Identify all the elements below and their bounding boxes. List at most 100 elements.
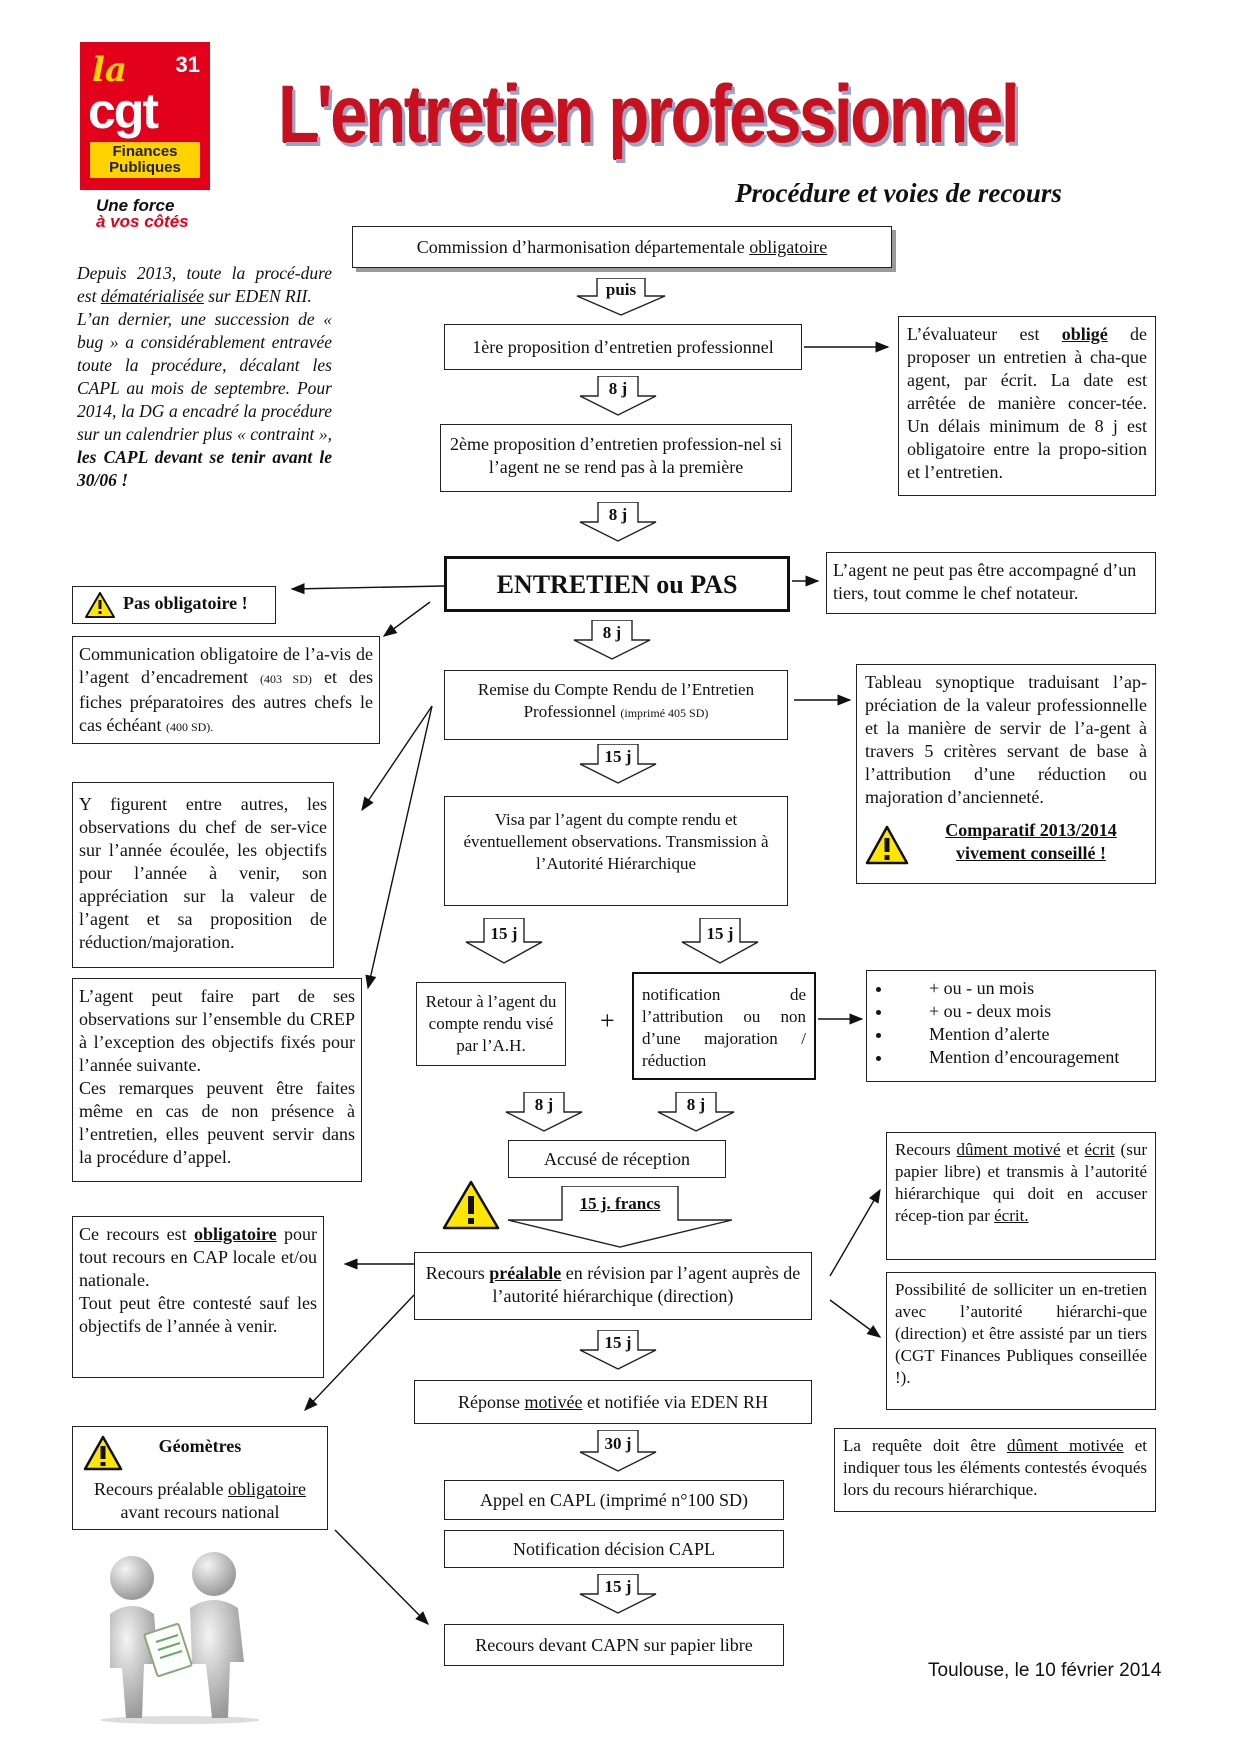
logo-cgt: cgt bbox=[88, 83, 159, 139]
notif-capl-text: Notification décision CAPL bbox=[513, 1539, 715, 1559]
logo-finances-publiques: Finances Publiques bbox=[90, 142, 200, 178]
step-arrow-30j: 30 j bbox=[578, 1430, 658, 1472]
recours1-c: et bbox=[1060, 1140, 1085, 1159]
requete-note: La requête doit être dûment motivée et i… bbox=[834, 1428, 1156, 1512]
warning-icon bbox=[83, 1435, 123, 1471]
recours1-ecrit: écrit bbox=[1084, 1140, 1115, 1159]
step-arrow-8j-b: 8 j bbox=[578, 502, 658, 542]
comparatif-line1: Comparatif 2013/2014 bbox=[945, 820, 1117, 840]
step-arrow-8j-d: 8 j bbox=[504, 1092, 584, 1132]
observations-note: L’agent peut faire part de ses observati… bbox=[72, 978, 362, 1182]
ce-recours-a: Ce recours est bbox=[79, 1224, 194, 1244]
logo-line2: Publiques bbox=[109, 159, 181, 176]
intro-p2: L’an dernier, une succession de « bug » … bbox=[77, 309, 332, 444]
footer-date: Toulouse, le 10 février 2014 bbox=[928, 1660, 1162, 1681]
ce-recours-d: Tout peut être contesté sauf les objecti… bbox=[79, 1293, 317, 1336]
step-arrow-puis: puis bbox=[575, 278, 667, 316]
step-30j-label: 30 j bbox=[604, 1434, 632, 1453]
notification-text: notification de l’attribution ou non d’u… bbox=[642, 985, 806, 1070]
step-arrow-15j-e: 15 j bbox=[578, 1574, 658, 1614]
plus-sign: + bbox=[600, 1006, 615, 1035]
figures-illustration bbox=[100, 1552, 260, 1724]
communication-a: Communication obligatoire de l’a-vis de … bbox=[79, 644, 373, 687]
step-arrow-15j-a: 15 j bbox=[578, 744, 658, 784]
majoration-list: + ou - un mois + ou - deux mois Mention … bbox=[871, 977, 1151, 1069]
communication-note: Communication obligatoire de l’a-vis de … bbox=[72, 636, 380, 744]
recours1-e: (sur papier libre) et transmis à l’autor… bbox=[895, 1140, 1147, 1203]
notification-box: notification de l’attribution ou non d’u… bbox=[632, 972, 816, 1080]
notification-capl-box: Notification décision CAPL bbox=[444, 1530, 784, 1568]
logo-line1: Finances bbox=[112, 143, 178, 160]
ce-recours-note: Ce recours est obligatoire pour tout rec… bbox=[72, 1216, 324, 1378]
page-subtitle: Procédure et voies de recours bbox=[735, 178, 1062, 208]
pas-obligatoire-box: Pas obligatoire ! bbox=[72, 586, 276, 624]
comparatif: Comparatif 2013/2014 vivement conseillé … bbox=[913, 819, 1149, 865]
step-8j-d-label: 8 j bbox=[534, 1095, 554, 1114]
possibilite-note: Possibilité de solliciter un en-tretien … bbox=[886, 1272, 1156, 1410]
reponse-motivee: motivée bbox=[524, 1392, 583, 1412]
capn-box: Recours devant CAPN sur papier libre bbox=[444, 1624, 784, 1666]
recours1-a: Recours bbox=[895, 1140, 957, 1159]
remise-imprime: (imprimé 405 SD) bbox=[620, 706, 709, 720]
entretien-box: ENTRETIEN ou PAS bbox=[444, 556, 790, 612]
step-arrow-15j-d: 15 j bbox=[578, 1330, 658, 1370]
recours-c: en révision par l’agent auprès de l’auto… bbox=[492, 1263, 801, 1306]
recours-a: Recours bbox=[425, 1263, 490, 1283]
evaluateur-c: de proposer un entretien à cha-que agent… bbox=[907, 324, 1147, 482]
requete-a: La requête doit être bbox=[843, 1436, 1007, 1455]
page-title: L'entretien professionnel bbox=[278, 69, 1020, 160]
intro-p1a: Depuis 2013, toute la procé-dure est bbox=[77, 263, 332, 306]
majoration-options: + ou - un mois + ou - deux mois Mention … bbox=[866, 970, 1156, 1082]
step-15j-a-label: 15 j bbox=[604, 747, 632, 766]
geo-c: avant recours national bbox=[120, 1502, 280, 1522]
step-15j-e-label: 15 j bbox=[604, 1577, 632, 1596]
step-arrow-15j-francs: 15 j. francs bbox=[506, 1186, 734, 1248]
recours1-ecrit2: écrit. bbox=[994, 1206, 1029, 1225]
warning-icon bbox=[865, 825, 909, 865]
comparatif-line2: vivement conseillé ! bbox=[956, 843, 1106, 863]
ce-recours-c: pour tout recours en CAP locale et/ou na… bbox=[79, 1224, 317, 1290]
proposition2-box: 2ème proposition d’entretien profession-… bbox=[440, 424, 792, 492]
list-item: Mention d’encouragement bbox=[893, 1046, 1151, 1069]
slogan-line2: à vos côtés bbox=[96, 212, 189, 231]
recours-prealable: préalable bbox=[489, 1263, 562, 1283]
communication-403: (403 SD) bbox=[260, 672, 312, 686]
remarques-text: Ces remarques peuvent être faites même e… bbox=[79, 1078, 355, 1167]
geo-obligatoire: obligatoire bbox=[227, 1479, 306, 1499]
step-arrow-15j-b: 15 j bbox=[464, 918, 544, 964]
visa-text: Visa par l’agent du compte rendu et éven… bbox=[463, 810, 769, 873]
remise-text: Remise du Compte Rendu de l’Entretien Pr… bbox=[477, 680, 755, 721]
tiers-text: L’agent ne peut pas être accompagné d’un… bbox=[833, 560, 1137, 603]
commission-text: Commission d’harmonisation départemental… bbox=[416, 237, 750, 257]
reponse-box: Réponse motivée et notifiée via EDEN RH bbox=[414, 1380, 812, 1424]
step-15jf-text: 15 j. francs bbox=[579, 1194, 661, 1213]
requete-motivee: dûment motivée bbox=[1006, 1436, 1124, 1455]
warning-icon bbox=[85, 592, 115, 618]
intro-p1b: dématérialisée bbox=[100, 286, 204, 306]
step-8j-c-label: 8 j bbox=[602, 623, 622, 642]
tiers-note: L’agent ne peut pas être accompagné d’un… bbox=[826, 552, 1156, 614]
remise-box: Remise du Compte Rendu de l’Entretien Pr… bbox=[444, 670, 788, 740]
evaluateur-note: L’évaluateur est obligé de proposer un e… bbox=[898, 316, 1156, 496]
reponse-a: Réponse bbox=[458, 1392, 525, 1412]
logo-number: 31 bbox=[175, 52, 200, 77]
geo-a: Recours préalable bbox=[94, 1479, 228, 1499]
step-15j-c-label: 15 j bbox=[706, 924, 734, 943]
step-puis-label: puis bbox=[605, 280, 637, 299]
step-8j-b-label: 8 j bbox=[608, 505, 628, 524]
tableau-text: Tableau synoptique traduisant l’ap-préci… bbox=[865, 672, 1147, 807]
commission-obligatoire: obligatoire bbox=[749, 237, 828, 257]
geometres-title: Géomètres bbox=[158, 1436, 242, 1456]
visa-box: Visa par l’agent du compte rendu et éven… bbox=[444, 796, 788, 906]
step-8j-a-label: 8 j bbox=[608, 379, 628, 398]
figurent-note: Y figurent entre autres, les observation… bbox=[72, 782, 334, 968]
requete-c: et indiquer tous les éléments contestés … bbox=[843, 1436, 1147, 1499]
logo-la: la bbox=[92, 50, 127, 90]
evaluateur-a: L’évaluateur est bbox=[907, 324, 1062, 344]
appel-text: Appel en CAPL (imprimé n°100 SD) bbox=[479, 1490, 748, 1510]
slogan-line1: Une force bbox=[96, 196, 175, 215]
step-15j-b-label: 15 j bbox=[490, 924, 518, 943]
agent-peut-text: L’agent peut faire part de ses observati… bbox=[79, 986, 355, 1075]
geometres-note: Géomètres Recours préalable obligatoire … bbox=[72, 1426, 328, 1530]
